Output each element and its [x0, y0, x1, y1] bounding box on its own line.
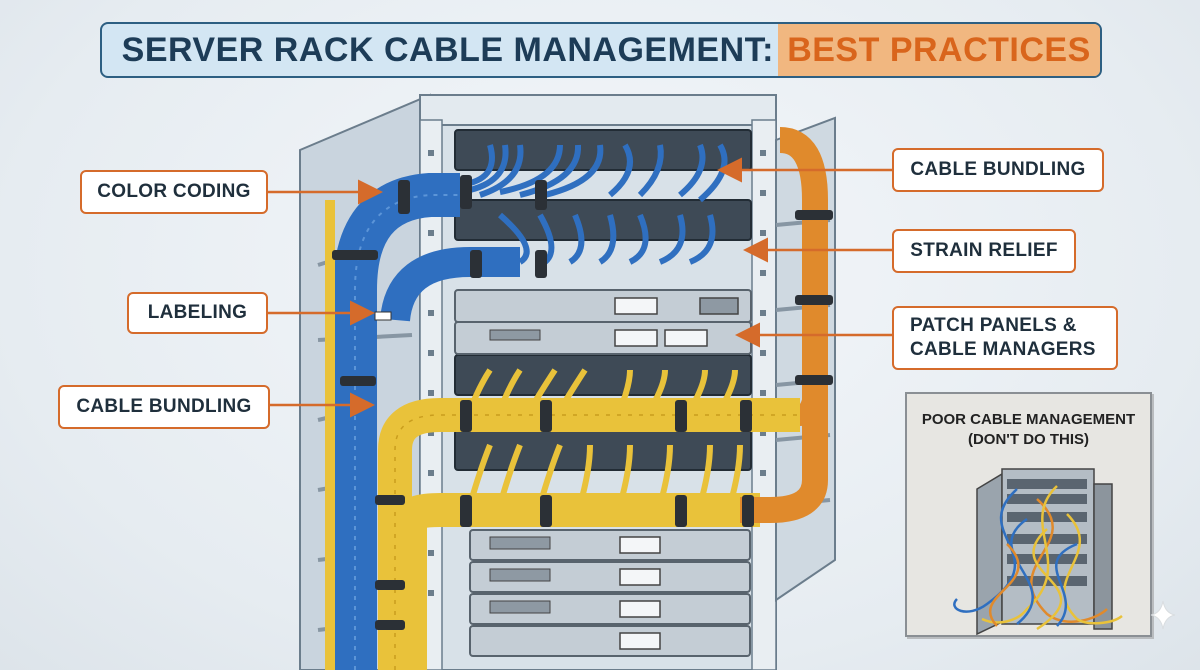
inset-title-line1: POOR CABLE MANAGEMENT [921, 411, 1136, 428]
callout-cable-bundling-right: CABLE BUNDLING [892, 148, 1104, 192]
yellow-bundles [378, 398, 800, 670]
server-units [469, 529, 751, 657]
callout-patch-panels-line1: PATCH PANELS & [910, 315, 1077, 337]
callout-labeling: LABELING [127, 292, 268, 334]
cable-label-tag [374, 311, 392, 321]
callout-strain-relief: STRAIN RELIEF [892, 229, 1076, 273]
title-banner: SERVER RACK CABLE MANAGEMENT: BEST PRACT… [100, 22, 1102, 78]
orange-vertical-bundle [740, 127, 828, 523]
callout-cable-bundling-left: CABLE BUNDLING [58, 385, 270, 429]
callout-arrows [268, 157, 892, 418]
switch-units [454, 289, 752, 355]
title-main-text: SERVER RACK CABLE MANAGEMENT: [121, 30, 774, 69]
callout-color-coding: COLOR CODING [80, 170, 268, 214]
callout-patch-panels-line2: CABLE MANAGERS [910, 339, 1096, 360]
inset-title: POOR CABLE MANAGEMENT (DON'T DO THIS) [907, 410, 1150, 451]
yellow-patch-cables [467, 368, 743, 506]
messy-rack-sketch [953, 468, 1123, 636]
cable-ties [332, 175, 833, 630]
blue-patch-cables [459, 143, 728, 265]
sparkle-icon [1150, 600, 1176, 630]
poor-cable-management-inset: POOR CABLE MANAGEMENT (DON'T DO THIS) [905, 392, 1152, 637]
title-accent-text: BEST PRACTICES [778, 24, 1100, 76]
blue-vertical-bundle [325, 173, 520, 670]
inset-title-line2: (DON'T DO THIS) [967, 431, 1090, 449]
callout-patch-panels: PATCH PANELS & CABLE MANAGERS [892, 306, 1118, 370]
